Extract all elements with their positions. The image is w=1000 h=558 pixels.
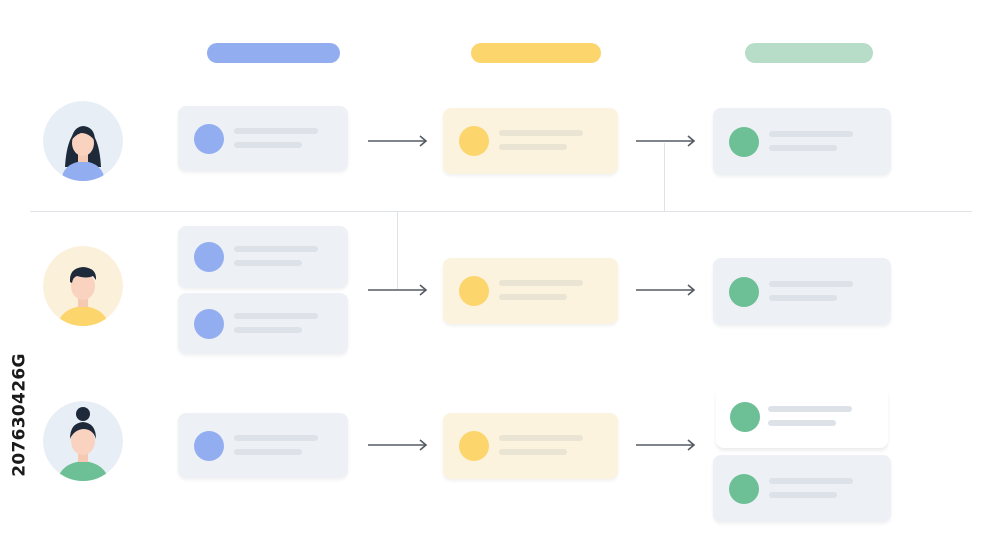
text-placeholder — [234, 127, 318, 134]
stage3-card[interactable] — [713, 455, 891, 522]
arrow-right-icon — [368, 284, 428, 296]
woman-bun-hair-avatar-icon — [43, 401, 123, 481]
arrow-right-icon — [368, 439, 428, 451]
status-dot-icon — [729, 126, 759, 157]
stage2-card[interactable] — [443, 413, 618, 479]
arrow-right-icon — [368, 135, 428, 147]
text-placeholder — [234, 434, 318, 441]
text-placeholder — [234, 312, 318, 319]
stage1-card[interactable] — [178, 413, 348, 478]
text-placeholder — [234, 448, 302, 455]
row-divider — [30, 211, 972, 212]
text-placeholder — [234, 260, 302, 266]
stage1-card[interactable] — [178, 226, 348, 288]
text-placeholder — [234, 246, 318, 252]
text-placeholder — [769, 294, 837, 301]
text-placeholder — [234, 141, 302, 148]
status-dot-icon — [459, 126, 489, 156]
text-placeholder — [499, 449, 567, 455]
arrow-right-icon — [636, 439, 696, 451]
status-dot-icon — [459, 276, 489, 306]
text-placeholder — [768, 420, 836, 426]
status-dot-icon — [194, 430, 224, 461]
text-placeholder — [769, 280, 853, 287]
status-dot-icon — [194, 308, 224, 339]
text-placeholder — [499, 144, 567, 150]
column-header-blue — [207, 43, 340, 63]
column-header-green — [745, 43, 873, 63]
status-dot-icon — [730, 402, 760, 432]
stage2-card[interactable] — [443, 108, 618, 174]
status-dot-icon — [194, 123, 224, 154]
text-placeholder — [499, 130, 583, 136]
man-short-hair-avatar-icon — [43, 246, 123, 326]
stage2-card[interactable] — [443, 258, 618, 324]
connector-line-middle — [397, 211, 398, 289]
stage3-card[interactable] — [716, 386, 888, 448]
text-placeholder — [499, 294, 567, 300]
text-placeholder — [769, 491, 837, 498]
text-placeholder — [768, 406, 852, 412]
stage1-card[interactable] — [178, 293, 348, 354]
stage3-card[interactable] — [713, 108, 891, 175]
arrow-right-icon — [636, 135, 696, 147]
column-header-yellow — [471, 43, 601, 63]
text-placeholder — [769, 477, 853, 484]
status-dot-icon — [729, 276, 759, 307]
status-dot-icon — [194, 242, 224, 272]
connector-line-top — [664, 143, 665, 211]
stage1-card[interactable] — [178, 106, 348, 171]
woman-long-hair-avatar-icon — [43, 101, 123, 181]
arrow-right-icon — [636, 284, 696, 296]
status-dot-icon — [729, 473, 759, 504]
text-placeholder — [499, 280, 583, 286]
text-placeholder — [234, 326, 302, 333]
watermark-id-text: 207630426G — [10, 353, 31, 477]
status-dot-icon — [459, 431, 489, 461]
text-placeholder — [769, 130, 853, 137]
watermark-id: 207630426G — [8, 290, 32, 540]
stage3-card[interactable] — [713, 258, 891, 325]
text-placeholder — [499, 435, 583, 441]
text-placeholder — [769, 144, 837, 151]
